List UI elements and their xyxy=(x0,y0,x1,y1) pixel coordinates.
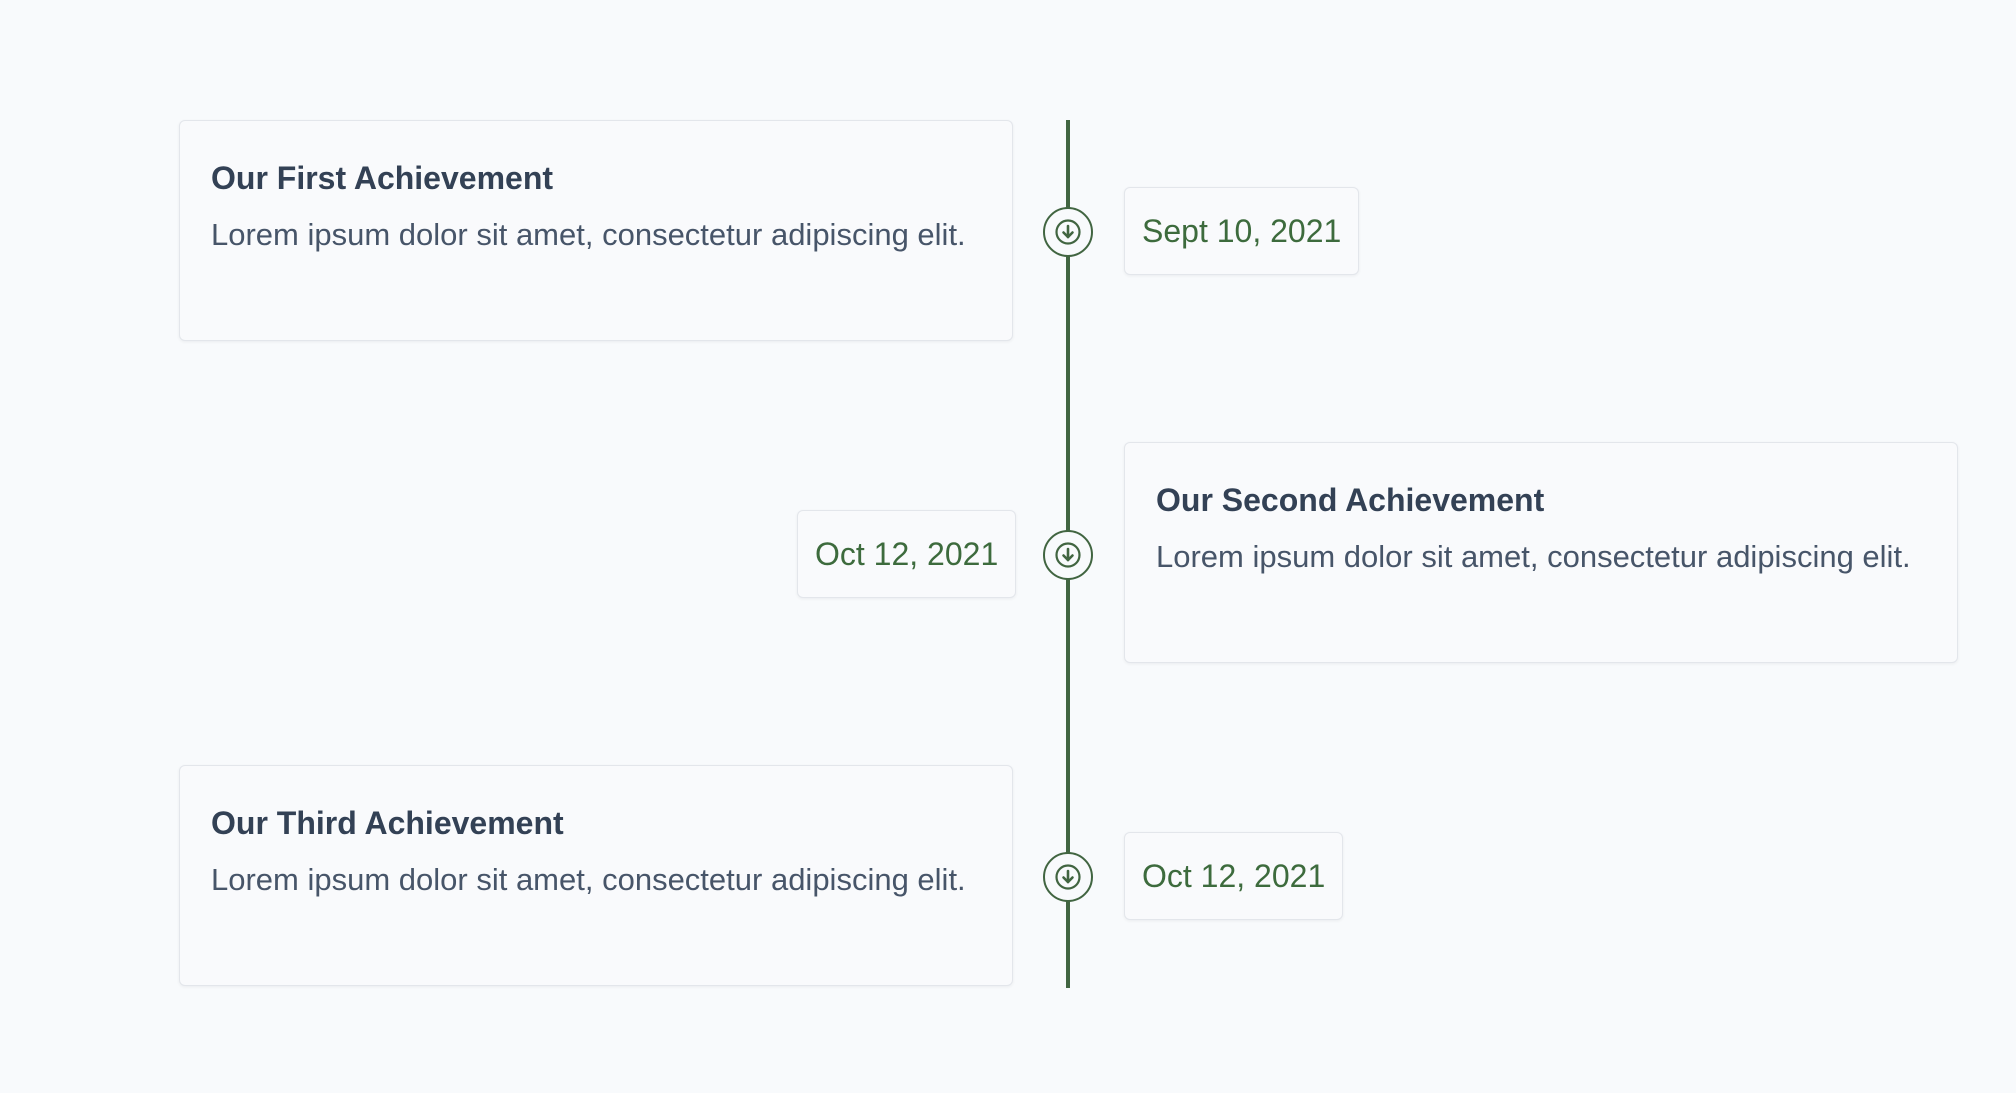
timeline-marker xyxy=(1043,207,1093,257)
timeline-date-second: Oct 12, 2021 xyxy=(797,510,1017,598)
card-description: Lorem ipsum dolor sit amet, consectetur … xyxy=(1156,539,1911,575)
card-description: Lorem ipsum dolor sit amet, consectetur … xyxy=(211,217,966,253)
card-title: Our Second Achievement xyxy=(1156,482,1545,518)
timeline-date-first: Sept 10, 2021 xyxy=(1124,187,1360,275)
card-title: Our First Achievement xyxy=(211,160,554,196)
arrow-down-circle-icon xyxy=(1055,864,1081,890)
timeline-card-first: Our First Achievement Lorem ipsum dolor … xyxy=(179,120,1013,341)
timeline-date-third: Oct 12, 2021 xyxy=(1124,832,1344,920)
timeline-marker xyxy=(1043,530,1093,580)
timeline-marker xyxy=(1043,852,1093,902)
card-description: Lorem ipsum dolor sit amet, consectetur … xyxy=(211,862,966,898)
arrow-down-circle-icon xyxy=(1055,542,1081,568)
card-title: Our Third Achievement xyxy=(211,805,564,841)
timeline-card-second: Our Second Achievement Lorem ipsum dolor… xyxy=(1124,442,1958,663)
timeline-card-third: Our Third Achievement Lorem ipsum dolor … xyxy=(179,765,1013,986)
arrow-down-circle-icon xyxy=(1055,219,1081,245)
